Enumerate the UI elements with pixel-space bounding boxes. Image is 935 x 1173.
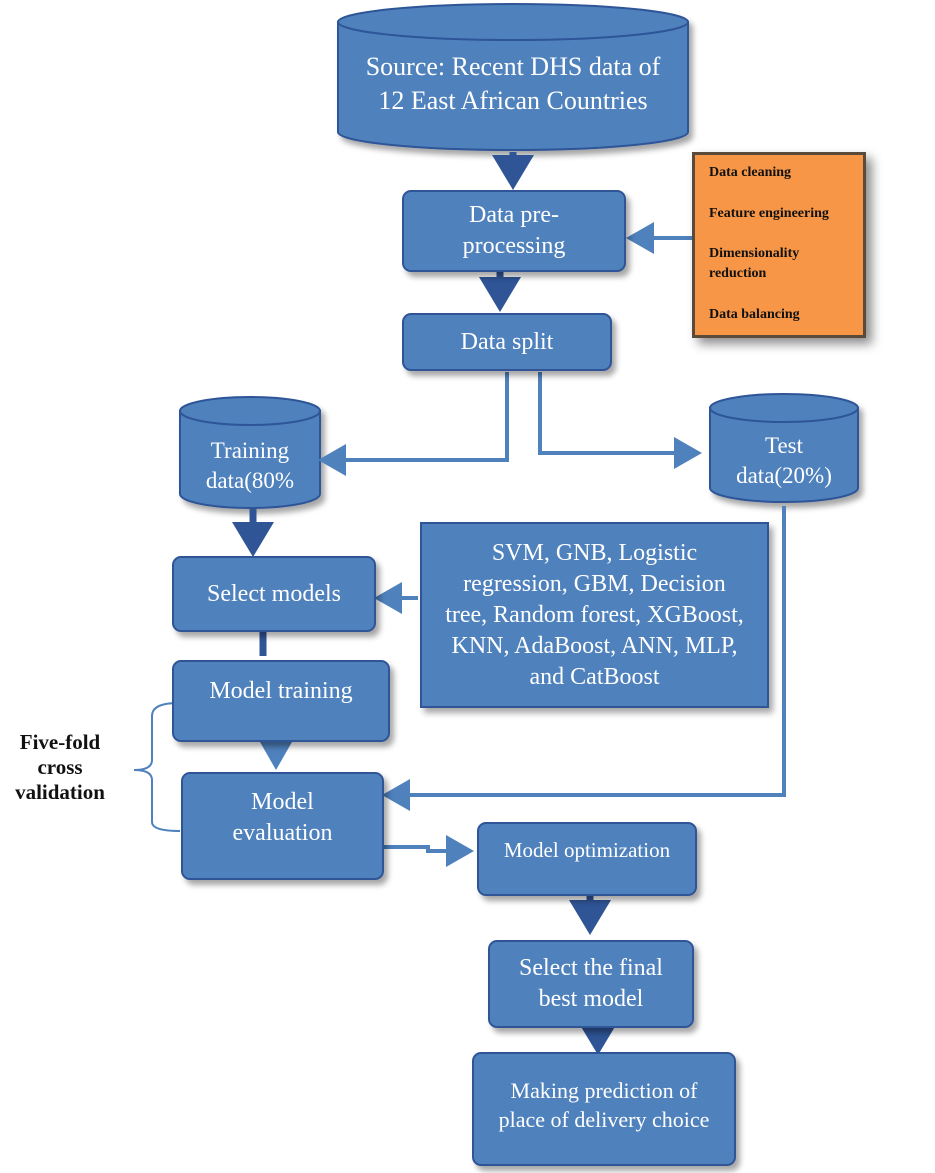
select-models-box: Select models [172, 556, 376, 632]
data-split-box: Data split [402, 313, 612, 371]
cross-validation-label: Five-fold cross validation [0, 730, 120, 805]
test-line-2: data(20%) [736, 463, 832, 488]
model-evaluation-box: Model evaluation [181, 772, 384, 880]
preprocessing-line-1: Data pre- [469, 202, 559, 228]
source-label: Source: Recent DHS data of 12 East Afric… [338, 50, 688, 118]
prediction-line-2: place of delivery choice [498, 1107, 710, 1132]
model-optimization-box: Model optimization [477, 822, 697, 896]
step-feature-engineering: Feature engineering [709, 206, 829, 221]
step-data-cleaning: Data cleaning [709, 165, 792, 180]
model-evaluation-line-1: Model [251, 789, 314, 815]
model-training-box: Model training [172, 660, 390, 742]
final-model-line-1: Select the final [519, 955, 663, 981]
step-dimensionality: Dimensionality [709, 246, 800, 261]
cross-validation-line-3: validation [15, 780, 105, 804]
training-data-label: Training data(80% [180, 436, 320, 496]
preprocessing-steps-box: Data cleaning Feature engineering Dimens… [692, 152, 866, 338]
test-line-1: Test [765, 433, 803, 458]
model-training-label: Model training [209, 677, 353, 704]
preprocessing-line-2: processing [462, 233, 566, 259]
models-list-box: SVM, GNB, Logistic regression, GBM, Deci… [420, 522, 769, 708]
data-split-label: Data split [460, 328, 554, 355]
select-models-label: Select models [207, 580, 341, 607]
training-data-cylinder [179, 396, 321, 509]
dark-connectors [232, 152, 619, 1055]
models-line-1: SVM, GNB, Logistic [491, 539, 698, 566]
final-model-box: Select the final best model [488, 940, 694, 1028]
cross-validation-brace [133, 702, 181, 832]
model-evaluation-line-2: evaluation [232, 820, 333, 846]
model-optimization-label: Model optimization [503, 837, 671, 862]
cross-validation-line-2: cross [37, 755, 83, 779]
training-line-2: data(80% [205, 468, 295, 493]
models-line-3: tree, Random forest, XGBoost, [445, 601, 744, 628]
light-connectors [260, 222, 786, 867]
cross-validation-line-1: Five-fold [19, 730, 101, 754]
prediction-line-1: Making prediction of [510, 1078, 698, 1103]
prediction-box: Making prediction of place of delivery c… [472, 1052, 736, 1166]
step-data-balancing: Data balancing [709, 307, 800, 322]
source-line-1: Source: Recent DHS data of [365, 52, 661, 81]
step-reduction: reduction [709, 266, 767, 281]
models-line-4: KNN, AdaBoost, ANN, MLP, [451, 632, 738, 659]
models-line-5: and CatBoost [529, 663, 660, 690]
training-line-1: Training [210, 438, 290, 463]
test-data-cylinder [709, 393, 859, 503]
source-line-2: 12 East African Countries [378, 86, 648, 115]
test-data-label: Test data(20%) [710, 431, 858, 491]
data-preprocessing-box: Data pre- processing [402, 190, 626, 272]
models-line-2: regression, GBM, Decision [463, 570, 726, 597]
source-cylinder [337, 3, 689, 151]
final-model-line-2: best model [538, 986, 644, 1012]
